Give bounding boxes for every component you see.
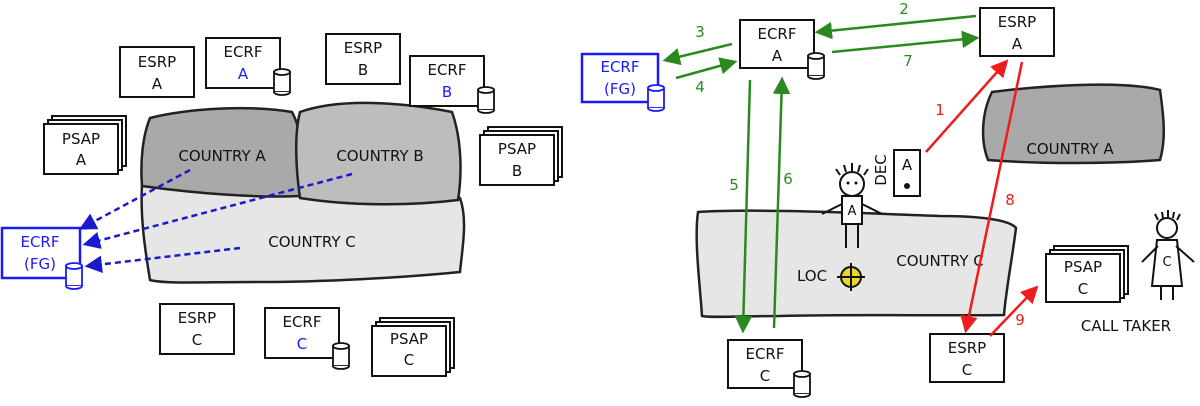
- left-country-c-label: COUNTRY C: [268, 233, 356, 251]
- svg-text:ECRF: ECRF: [427, 61, 466, 79]
- arrow-step-7: [831, 30, 980, 54]
- svg-text:ESRP: ESRP: [344, 39, 382, 57]
- left-psap-c-stack: PSAP C: [371, 317, 455, 377]
- left-esrp-c-box: ESRP C: [159, 303, 235, 355]
- svg-text:(FG): (FG): [604, 80, 636, 98]
- svg-text:PSAP: PSAP: [498, 140, 536, 158]
- svg-text:ECRF: ECRF: [757, 25, 796, 43]
- svg-text:A: A: [902, 156, 913, 174]
- right-ecrf-c-box: ECRF C: [727, 339, 811, 398]
- database-icon: [273, 68, 291, 96]
- left-country-b-label: COUNTRY B: [336, 147, 423, 165]
- svg-text:ECRF: ECRF: [20, 233, 59, 251]
- svg-text:ESRP: ESRP: [998, 13, 1036, 31]
- step-5-label: 5: [729, 176, 739, 194]
- svg-text:PSAP: PSAP: [62, 130, 100, 148]
- arrow-step-2: [814, 14, 977, 40]
- left-esrp-a-box: ESRP A: [119, 46, 195, 98]
- left-psap-a-stack: PSAP A: [43, 115, 127, 175]
- left-ecrf-c-box: ECRF C: [264, 307, 350, 370]
- right-ecrf-fg-box: ECRF (FG): [580, 52, 665, 112]
- loc-label: LOC: [797, 267, 827, 285]
- right-psap-c-stack: PSAP C: [1045, 245, 1129, 303]
- arrow-step-3: [662, 42, 733, 66]
- step-9-label: 9: [1015, 311, 1025, 329]
- arrow-step-5: [734, 79, 753, 334]
- svg-text:C: C: [1078, 280, 1088, 298]
- person-a-figure: A: [821, 163, 883, 248]
- step-8-label: 8: [1005, 191, 1015, 209]
- svg-text:C: C: [1162, 255, 1171, 270]
- svg-text:B: B: [442, 83, 452, 101]
- left-psap-b-stack: PSAP B: [479, 126, 563, 186]
- svg-text:PSAP: PSAP: [390, 330, 428, 348]
- arrow-step-6: [772, 76, 791, 329]
- database-icon: [793, 370, 811, 398]
- right-panel: COUNTRY A COUNTRY C ECRF (FG) ECRF A: [580, 0, 1195, 398]
- svg-text:ECRF: ECRF: [745, 345, 784, 363]
- left-country-a-label: COUNTRY A: [178, 147, 266, 165]
- svg-text:ECRF: ECRF: [223, 43, 262, 61]
- svg-text:B: B: [358, 61, 368, 79]
- arrow-step-4: [675, 57, 738, 80]
- right-esrp-a-box: ESRP A: [979, 7, 1055, 57]
- person-c-figure: C: [1141, 210, 1195, 300]
- svg-text:A: A: [772, 47, 783, 65]
- arrow-step-1: [925, 59, 1009, 153]
- left-ecrf-a-box: ECRF A: [205, 37, 291, 96]
- crosshair-icon: [837, 263, 865, 291]
- step-6-label: 6: [783, 170, 793, 188]
- svg-text:B: B: [512, 162, 522, 180]
- dec-label: DEC: [872, 154, 890, 186]
- database-icon: [65, 262, 83, 290]
- step-4-label: 4: [695, 78, 705, 96]
- left-ecrf-fg-box: ECRF (FG): [0, 226, 83, 290]
- right-ecrf-a-box: ECRF A: [739, 19, 825, 80]
- step-1-label: 1: [935, 101, 945, 119]
- svg-text:A: A: [1012, 35, 1023, 53]
- right-esrp-c-box: ESRP C: [929, 333, 1005, 383]
- svg-text:C: C: [192, 331, 202, 349]
- database-icon: [807, 52, 825, 80]
- svg-text:A: A: [848, 204, 857, 219]
- svg-text:C: C: [760, 367, 770, 385]
- svg-text:C: C: [297, 335, 307, 353]
- left-esrp-b-box: ESRP B: [325, 33, 401, 85]
- database-icon: [477, 86, 495, 114]
- step-3-label: 3: [695, 23, 705, 41]
- right-country-c-label: COUNTRY C: [896, 252, 984, 270]
- database-icon: [647, 84, 665, 112]
- left-arrow-country-c-to-fg: [84, 246, 241, 274]
- left-panel: COUNTRY A COUNTRY B COUNTRY C ESRP A ECR…: [0, 33, 563, 377]
- svg-text:A: A: [238, 65, 249, 83]
- svg-text:ESRP: ESRP: [948, 339, 986, 357]
- left-arrow-country-b-to-fg: [82, 172, 353, 249]
- arrow-step-9: [989, 285, 1039, 337]
- right-country-a-shape: [981, 83, 1166, 165]
- arrow-step-8: [960, 61, 1024, 334]
- left-arrow-country-a-to-fg: [78, 168, 191, 230]
- database-icon: [332, 342, 350, 370]
- step-2-label: 2: [899, 0, 909, 18]
- left-ecrf-b-box: ECRF B: [409, 55, 495, 114]
- svg-text:A: A: [76, 151, 87, 169]
- svg-text:ESRP: ESRP: [138, 53, 176, 71]
- step-7-label: 7: [903, 52, 913, 70]
- svg-text:ECRF: ECRF: [600, 58, 639, 76]
- svg-text:(FG): (FG): [24, 255, 56, 273]
- svg-text:A: A: [152, 75, 163, 93]
- dec-device: DEC A: [872, 149, 921, 197]
- svg-text:PSAP: PSAP: [1064, 258, 1102, 276]
- svg-text:ESRP: ESRP: [178, 309, 216, 327]
- right-country-a-label: COUNTRY A: [1026, 140, 1114, 158]
- svg-text:C: C: [404, 351, 414, 369]
- svg-text:C: C: [962, 361, 972, 379]
- svg-text:ECRF: ECRF: [282, 313, 321, 331]
- call-taker-label: CALL TAKER: [1081, 317, 1171, 335]
